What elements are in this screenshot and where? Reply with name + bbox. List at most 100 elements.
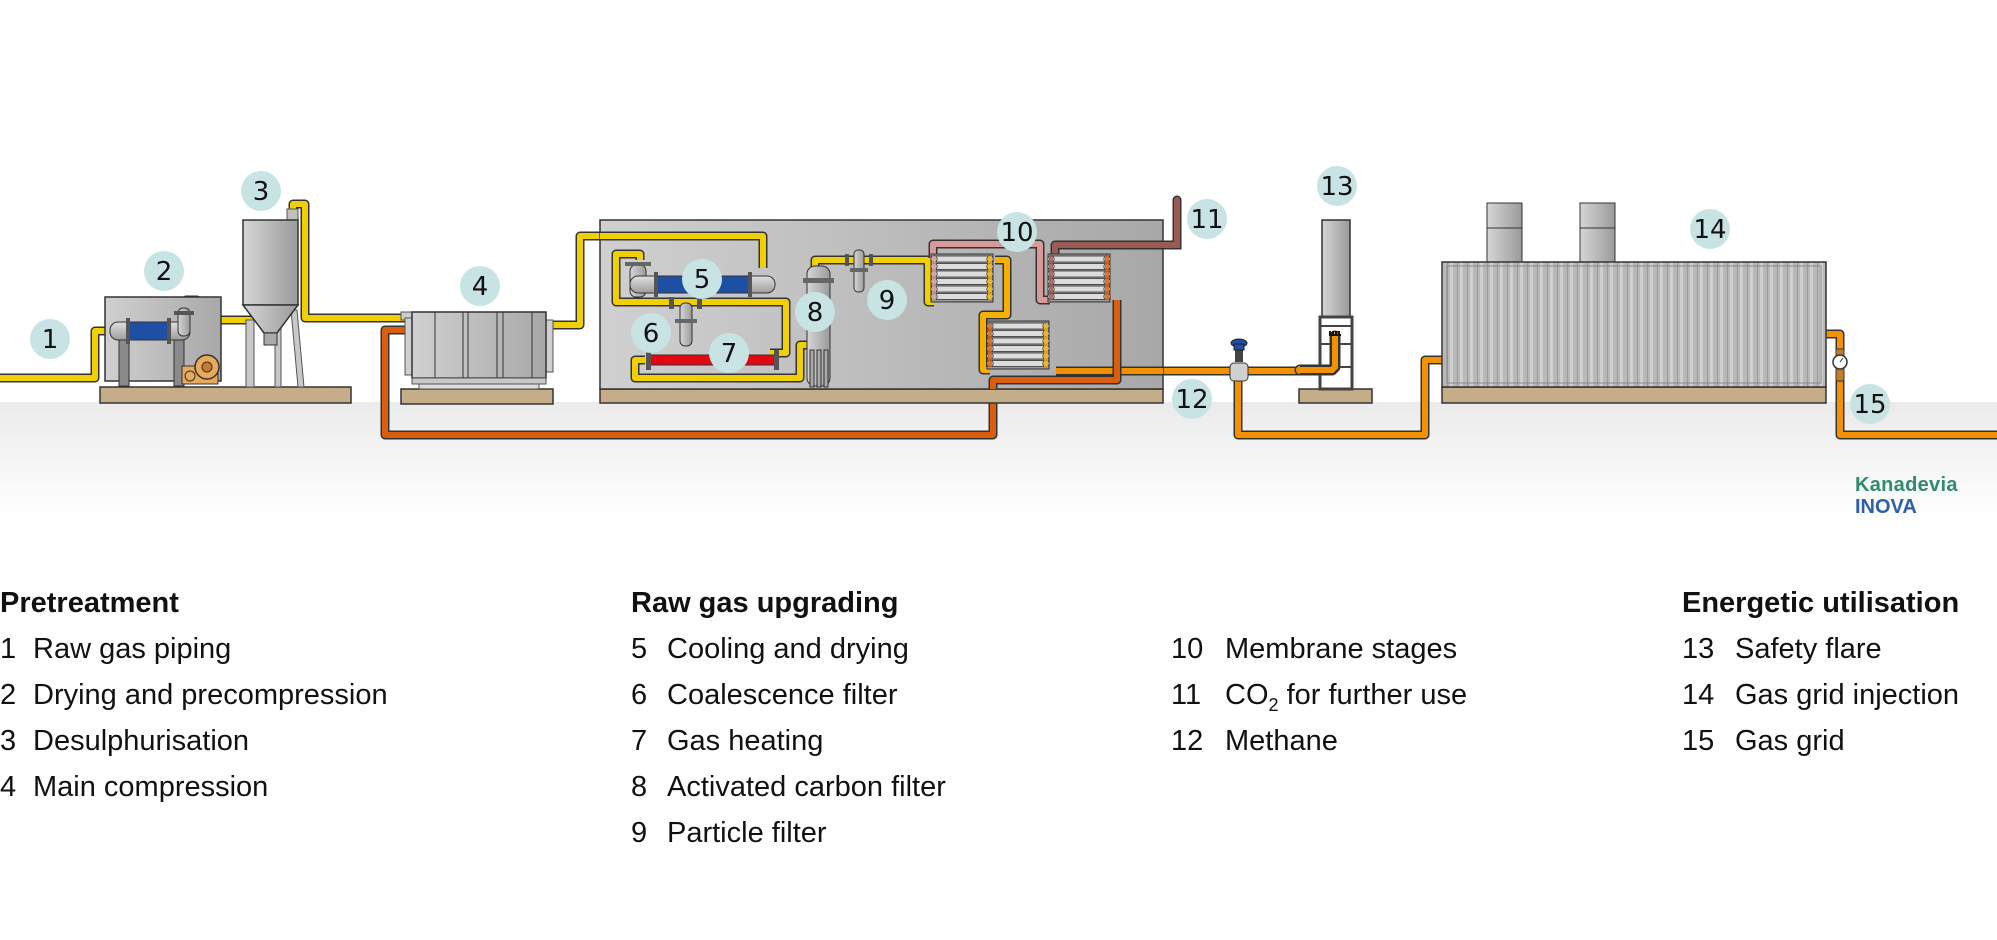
callout-badge: 3 (241, 171, 281, 211)
company-logo: Kanadevia INOVA (1855, 474, 1958, 518)
main-compressor (400, 311, 554, 390)
callout-number: 10 (1000, 218, 1033, 248)
legend-item: 5 Cooling and drying (631, 626, 946, 672)
legend-label: Membrane stages (1225, 633, 1458, 665)
legend-item: 13 Safety flare (1682, 626, 1959, 672)
callout-number: 11 (1190, 205, 1223, 235)
legend-item: 15 Gas grid (1682, 718, 1959, 764)
legend-label: Gas heating (667, 725, 824, 757)
legend-number: 15 (1682, 725, 1715, 757)
compressor-motor-icon (181, 354, 220, 385)
desulphurisation-silo (241, 208, 305, 388)
callout-number: 12 (1175, 385, 1208, 415)
legend-label: CO2 for further use (1225, 679, 1468, 715)
callout-number: 13 (1320, 172, 1353, 202)
callout-number: 15 (1853, 390, 1886, 420)
callout-badge: 8 (795, 292, 835, 332)
co2-suffix: for further use (1278, 679, 1468, 711)
legend-item: 10 Membrane stages (1171, 626, 1467, 672)
membrane-stages (930, 253, 1111, 370)
membrane-module (930, 253, 994, 303)
legend-number: 11 (1171, 679, 1202, 711)
particle-filter (845, 249, 873, 293)
legend-number: 4 (0, 771, 17, 803)
legend-number: 5 (631, 633, 648, 665)
raw-gas-pipe (0, 326, 115, 383)
legend-label: Gas grid (1735, 725, 1845, 757)
legend-label: Cooling and drying (667, 633, 909, 665)
legend-number: 12 (1171, 725, 1204, 757)
legend-label: Gas grid injection (1735, 679, 1960, 711)
callout-badge: 12 (1172, 379, 1212, 419)
legend-item: 14 Gas grid injection (1682, 672, 1959, 718)
callout-badge: 15 (1850, 384, 1890, 424)
process-diagram: 1 2 3 4 5 6 7 8 9 10 11 12 13 14 15 (0, 166, 1997, 522)
legend-title: Energetic utilisation (1682, 587, 1960, 619)
co2-subscript: 2 (1268, 694, 1279, 715)
foundation-flare (1298, 388, 1373, 404)
legend-label: Drying and precompression (33, 679, 388, 711)
membrane-module (1047, 253, 1111, 303)
legend-label: Desulphurisation (33, 725, 250, 757)
gas-grid-injection-container (1441, 202, 1827, 388)
legend-number: 2 (0, 679, 17, 711)
co2-outlet-pipe (1163, 200, 1182, 250)
callout-badge: 10 (997, 212, 1037, 252)
legend-number: 3 (0, 725, 17, 757)
pipe-3-to-4 (288, 199, 410, 323)
legend-item: 8 Activated carbon filter (631, 764, 946, 810)
callout-number: 4 (472, 272, 489, 302)
legend-label: Activated carbon filter (667, 771, 946, 803)
legend-number: 7 (631, 725, 648, 757)
legend-item: 11 CO2 for further use (1171, 672, 1467, 718)
logo-line-1: Kanadevia (1855, 474, 1958, 496)
co2-prefix: CO (1225, 679, 1269, 711)
logo-line-2: INOVA (1855, 496, 1917, 518)
legend-number: 13 (1682, 633, 1715, 665)
callout-badge: 14 (1690, 209, 1730, 249)
safety-flare (1300, 219, 1354, 391)
callout-number: 2 (156, 257, 173, 287)
callout-number: 9 (879, 286, 896, 316)
legend-number: 8 (631, 771, 648, 803)
ground (0, 402, 1997, 522)
legend-label: Methane (1225, 725, 1338, 757)
callouts: 1 2 3 4 5 6 7 8 9 10 11 12 13 14 15 (30, 166, 1890, 424)
callout-number: 7 (721, 339, 738, 369)
legend-item: 7 Gas heating (631, 718, 946, 764)
callout-number: 6 (643, 319, 660, 349)
legend-number: 10 (1171, 633, 1204, 665)
foundation-grid-injection (1441, 386, 1827, 404)
membrane-module (986, 320, 1050, 370)
gas-meter-icon (1832, 348, 1848, 382)
callout-badge: 2 (144, 251, 184, 291)
callout-badge: 9 (867, 280, 907, 320)
legend-item: 3 Desulphurisation (0, 718, 388, 764)
callout-badge: 11 (1187, 199, 1227, 239)
callout-badge: 6 (631, 313, 671, 353)
legend-item: 2 Drying and precompression (0, 672, 388, 718)
legend-number: 14 (1682, 679, 1715, 711)
legend-number: 9 (631, 817, 648, 849)
legend-label: Particle filter (667, 817, 827, 849)
callout-badge: 1 (30, 319, 70, 359)
callout-number: 5 (694, 265, 711, 295)
control-valve-icon (1229, 338, 1249, 382)
legend-number: 6 (631, 679, 648, 711)
legend-label: Coalescence filter (667, 679, 898, 711)
foundation-compressor (400, 388, 554, 405)
callout-badge: 5 (682, 259, 722, 299)
callout-number: 14 (1693, 215, 1726, 245)
callout-badge: 4 (460, 266, 500, 306)
legend-item: 9 Particle filter (631, 810, 946, 856)
legend-label: Safety flare (1735, 633, 1882, 665)
legend-title: Raw gas upgrading (631, 587, 899, 619)
foundation-pretreatment (99, 386, 352, 404)
drying-precompression-unit (104, 296, 222, 387)
